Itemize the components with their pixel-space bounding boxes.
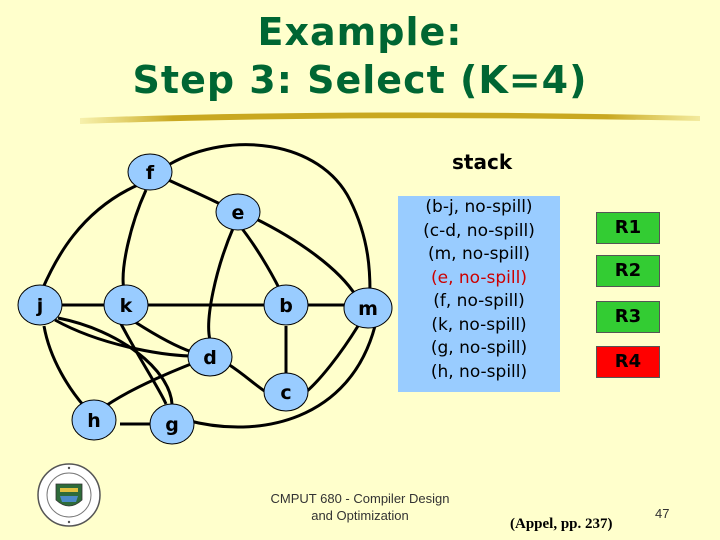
node-k: k xyxy=(103,284,149,326)
node-label-h: h xyxy=(87,410,101,432)
node-label-b: b xyxy=(279,295,293,317)
node-e: e xyxy=(215,193,261,231)
stack-item: (g, no-spill) xyxy=(430,338,528,358)
register-r3: R3 xyxy=(596,301,660,333)
edge-e-b xyxy=(238,225,282,291)
node-label-m: m xyxy=(358,298,378,320)
node-g: g xyxy=(149,403,195,445)
footer-line2: and Optimization xyxy=(311,508,409,523)
node-label-d: d xyxy=(203,347,217,369)
stack-box xyxy=(398,196,560,392)
graph-edges xyxy=(40,143,377,429)
stack-item: (m, no-spill) xyxy=(427,244,531,264)
edge-d-c xyxy=(227,362,267,394)
node-label-f: f xyxy=(146,162,155,184)
node-label-j: j xyxy=(36,295,44,317)
node-h: h xyxy=(71,399,117,441)
footer-line1: CMPUT 680 - Compiler Design xyxy=(270,491,450,506)
title-underline xyxy=(80,112,700,124)
edge-k-d xyxy=(134,320,193,354)
edge-f-e xyxy=(159,174,229,210)
edge-f-j xyxy=(40,182,141,291)
edge-m-c xyxy=(305,325,360,394)
stack-item: (h, no-spill) xyxy=(430,361,528,382)
edge-f-k xyxy=(121,189,148,291)
register-r1: R1 xyxy=(596,212,660,244)
edge-g-m xyxy=(185,325,377,429)
page-number: 47 xyxy=(655,506,670,521)
stack-item: (f, no-spill) xyxy=(433,291,525,311)
register-r4: R4 xyxy=(596,346,660,378)
stack-label: stack xyxy=(452,150,513,174)
node-label-e: e xyxy=(232,202,245,224)
node-label-c: c xyxy=(280,382,291,404)
university-seal-logo xyxy=(37,463,101,527)
node-m: m xyxy=(343,287,393,329)
node-f: f xyxy=(127,153,173,191)
stack-item: (k, no-spill) xyxy=(431,314,527,335)
node-b: b xyxy=(263,284,309,326)
node-label-k: k xyxy=(120,295,133,317)
edge-e-m xyxy=(249,214,358,297)
stack-item-highlighted: (e, no-spill) xyxy=(431,267,527,288)
stack-item: (b-j, no-spill) xyxy=(425,197,533,217)
slide-title-line1: Example: xyxy=(257,10,463,54)
graph-nodes: f e j k b m d c h g xyxy=(17,153,393,445)
slide-title-line2: Step 3: Select (K=4) xyxy=(132,58,588,102)
edge-f-m xyxy=(169,143,372,293)
edge-j-h xyxy=(42,325,86,407)
footer: CMPUT 680 - Compiler Design and Optimiza… xyxy=(250,490,470,524)
node-c: c xyxy=(263,372,309,412)
edge-e-d xyxy=(207,225,236,341)
node-label-g: g xyxy=(165,414,179,436)
citation: (Appel, pp. 237) xyxy=(510,516,613,532)
edge-k-g xyxy=(118,321,168,405)
register-r2: R2 xyxy=(596,255,660,287)
node-d: d xyxy=(187,337,233,377)
node-j: j xyxy=(17,284,63,326)
stack-list: (b-j, no-spill) (c-d, no-spill) (m, no-s… xyxy=(398,196,560,384)
stack-item: (c-d, no-spill) xyxy=(423,220,535,241)
